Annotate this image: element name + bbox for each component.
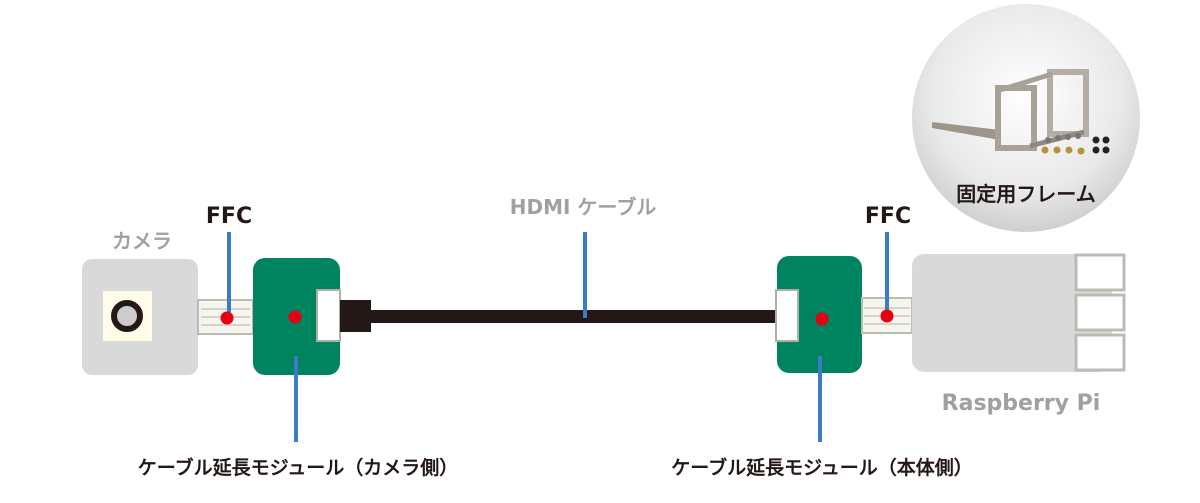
camera-lens-icon bbox=[111, 300, 143, 332]
ffc-left-marker bbox=[220, 311, 234, 325]
raspberry-pi-label: Raspberry Pi bbox=[942, 391, 1101, 416]
raspberry-pi-port-2 bbox=[1074, 293, 1126, 332]
raspberry-pi-body bbox=[912, 254, 1112, 372]
module-left-marker bbox=[288, 310, 302, 324]
hdmi-cable-label: HDMI ケーブル bbox=[510, 195, 656, 219]
ffc-right-marker bbox=[880, 309, 894, 323]
hdmi-plug-left bbox=[340, 300, 371, 332]
ffc-right-label: FFC bbox=[865, 204, 911, 229]
screws-image bbox=[1041, 133, 1110, 155]
mount-frame-photo: 固定用フレーム bbox=[912, 4, 1140, 232]
hdmi-cable bbox=[371, 310, 778, 323]
module-body-side-label: ケーブル延長モジュール（本体側） bbox=[671, 456, 973, 479]
hdmi-port-left bbox=[316, 289, 341, 342]
module-camera-side-label: ケーブル延長モジュール（カメラ側） bbox=[138, 456, 459, 479]
mount-frame-label: 固定用フレーム bbox=[956, 182, 1095, 206]
camera-label: カメラ bbox=[112, 229, 172, 253]
raspberry-pi-port-1 bbox=[1074, 253, 1126, 292]
hdmi-port-right bbox=[775, 289, 799, 342]
raspberry-pi-port-3 bbox=[1074, 333, 1126, 372]
ffc-left-label: FFC bbox=[206, 204, 252, 229]
module-right-marker bbox=[815, 312, 829, 326]
